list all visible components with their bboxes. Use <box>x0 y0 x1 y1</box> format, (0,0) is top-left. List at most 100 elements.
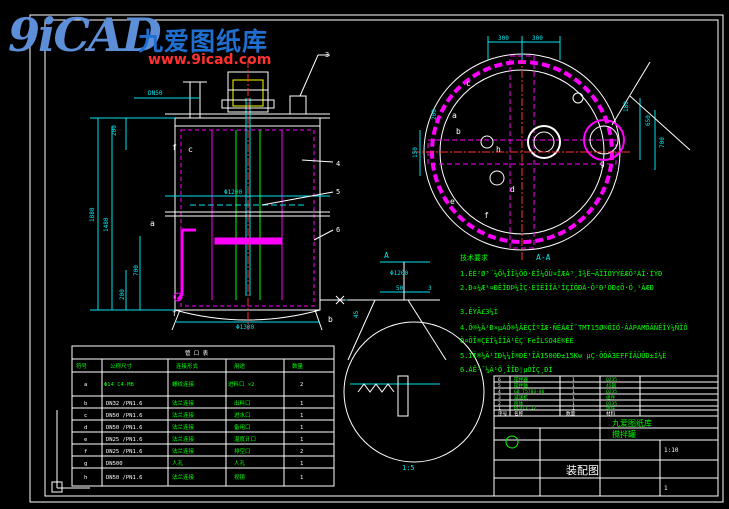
svg-text:材料: 材料 <box>606 410 616 417</box>
svg-text:BLD11-17: BLD11-17 <box>514 406 536 412</box>
svg-text:搅拌器: 搅拌器 <box>514 376 528 383</box>
svg-text:法兰连接: 法兰连接 <box>172 435 195 443</box>
svg-text:1: 1 <box>572 401 575 407</box>
plan-label-e: e <box>450 197 455 206</box>
plan-label-b: b <box>456 127 461 136</box>
plan-label-aa: A-A <box>536 253 551 262</box>
table-row: g <box>84 461 87 467</box>
plan-label-d: d <box>510 185 515 194</box>
nozzle-table-grid <box>71 345 335 487</box>
svg-text:法兰连接: 法兰连接 <box>172 423 195 431</box>
notes-title: 技术要求 <box>460 253 488 262</box>
svg-text:减速机: 减速机 <box>514 394 528 401</box>
inner-frame <box>44 19 719 497</box>
svg-text:Q235: Q235 <box>606 401 617 407</box>
svg-text:法兰连接: 法兰连接 <box>172 399 195 407</box>
detail-lbl1: Φ1200 <box>390 270 408 277</box>
plan-label-g: g <box>600 159 605 168</box>
svg-text:人孔: 人孔 <box>234 459 246 467</box>
technical-notes: 技术要求 1.ÉÈ²Ø³¨¼Ô¼ÎÎ¼ÖÖ·ÈÎ¼ÕÙ¤ÎÆÀ³¸Ï¾Ë¬ÃÏÏ… <box>460 253 688 374</box>
table-row: b <box>84 401 87 407</box>
table-row: e <box>84 437 87 443</box>
svg-text:组件: 组件 <box>606 405 616 412</box>
svg-text:2: 2 <box>498 401 501 407</box>
nozzle-table-title: 管 口 表 <box>185 349 209 357</box>
plan-dim-300b: 300 <box>532 35 543 42</box>
ucs-icon <box>51 410 90 493</box>
svg-text:1: 1 <box>498 406 501 412</box>
callout-6: 6 <box>336 226 340 234</box>
detail-lbl3: 3 <box>428 285 432 292</box>
svg-text:名称: 名称 <box>514 410 524 417</box>
agitator-seat <box>527 125 561 159</box>
site-logo-cn: 九爱图纸库 <box>138 27 269 56</box>
dim-200b: 200 <box>119 289 126 300</box>
nozzle-label-f2: f <box>172 309 177 318</box>
dim-dn50-top: DN50 <box>148 90 163 97</box>
dim-200: 200 <box>111 125 118 136</box>
detail-circle <box>343 321 485 463</box>
plan-dim-700: 700 <box>659 137 666 148</box>
svg-text:1: 1 <box>300 437 303 443</box>
table-row: f <box>84 449 87 455</box>
plan-label-h: h <box>496 145 501 154</box>
table-row: c <box>84 413 87 419</box>
svg-text:筒体: 筒体 <box>514 400 524 407</box>
note-2: 2.Ð¤¼Æ¹¤ÐÊÎÐÞ¼ÎÇ·ÈÍÊÎÎÄ¹ÎÇÏÔÐÀ·Õ¹Ð¹ÒÐ¢Õ·… <box>460 283 654 292</box>
nozzle-table: 管 口 表 符号 公称尺寸 连接形式 用途 数量 a Φ14 C4-MB 螺纹连… <box>76 349 304 481</box>
manhole-g <box>583 119 625 161</box>
site-logo-url: www.9icad.com <box>148 52 272 68</box>
table-row: d <box>84 425 87 431</box>
plan-view[interactable] <box>412 36 691 262</box>
site-logo-mark: 9iCAD <box>8 8 162 62</box>
table-row: a <box>84 382 87 388</box>
svg-text:DN25 /PN1.6: DN25 /PN1.6 <box>106 437 142 443</box>
dim-1480: 1480 <box>103 217 110 232</box>
svg-text:DN50 /PN1.6: DN50 /PN1.6 <box>106 475 142 481</box>
svg-text:进料口 ×2: 进料口 ×2 <box>228 380 254 388</box>
plan-dim-200: 200 <box>431 109 438 120</box>
svg-text:搅拌轴: 搅拌轴 <box>514 382 528 389</box>
svg-text:1: 1 <box>300 413 303 419</box>
svg-text:1: 1 <box>572 383 575 389</box>
dim-700: 700 <box>133 265 140 276</box>
note-3: 3.ÊÝÃ£3¼Ì <box>460 307 498 316</box>
svg-text:5: 5 <box>498 383 501 389</box>
svg-text:4: 4 <box>498 389 501 395</box>
outer-frame <box>29 14 724 503</box>
note-4b: Ò¤ÕÎ®ÇÈÎ¼ÏÎÄ¹ÊÇ¨FeÎLSO4È®ÈÉ <box>460 336 574 345</box>
nozzle-label-b: b <box>328 315 333 324</box>
detail-scale: 1:5 <box>402 464 415 472</box>
callout-3: 3 <box>325 51 329 59</box>
nozzle-label-a: a <box>150 219 155 228</box>
plan-dim-650: 650 <box>645 115 652 126</box>
title-block: 九爱图纸库 搅拌罐 装配图 1:10 1 <box>566 418 679 492</box>
dim-phi1300: Φ1300 <box>236 324 254 331</box>
svg-text:DN50 /PN1.6: DN50 /PN1.6 <box>106 425 142 431</box>
elevation-view[interactable] <box>90 54 360 331</box>
dim-phi1200-mid: Φ1200 <box>224 189 242 196</box>
dim-45: 45 <box>353 310 360 318</box>
svg-text:1: 1 <box>572 406 575 412</box>
detail-lbl2: 50 <box>396 285 404 292</box>
svg-text:DN500: DN500 <box>106 461 123 467</box>
plan-label-c: c <box>466 79 471 88</box>
svg-text:用途: 用途 <box>234 362 246 370</box>
note-6: 6.ÀÊ³¯¼Ä¹Ö¸ÎÎÐ¦µÒÎÇ¸ÐÍ <box>460 365 553 374</box>
svg-text:1: 1 <box>300 461 303 467</box>
svg-text:1: 1 <box>300 475 303 481</box>
svg-text:1: 1 <box>572 395 575 401</box>
svg-text:Q235: Q235 <box>606 389 617 395</box>
svg-text:Q235: Q235 <box>606 377 617 383</box>
svg-text:连接形式: 连接形式 <box>176 362 199 370</box>
detail-view-a[interactable] <box>343 261 485 463</box>
svg-text:DN32 /PN1.6: DN32 /PN1.6 <box>106 401 142 407</box>
svg-text:2: 2 <box>300 449 303 455</box>
plan-label-f: f <box>484 211 489 220</box>
svg-text:2: 2 <box>300 382 303 388</box>
svg-text:出料口: 出料口 <box>234 399 251 407</box>
detail-tag: A <box>384 251 389 260</box>
svg-text:3: 3 <box>498 395 501 401</box>
